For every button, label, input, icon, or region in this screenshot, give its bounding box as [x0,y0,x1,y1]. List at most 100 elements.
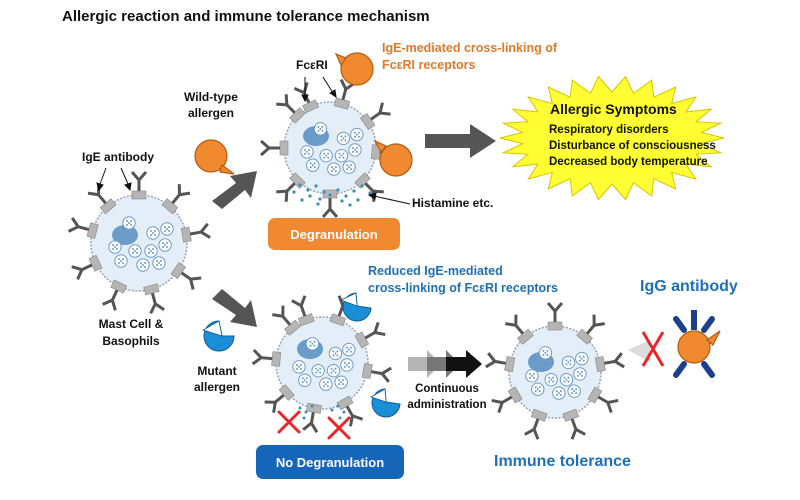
granule [292,360,306,374]
symptom-item-1: Respiratory disorders [549,124,669,136]
crosslinking-label-2: FcεRI receptors [382,58,476,72]
granule [128,244,142,258]
granule [342,342,356,357]
granule [538,346,553,360]
ige-antibody [67,216,100,240]
ige-antibody [360,361,393,384]
ige-antibody [335,394,365,428]
ige-antibody [179,222,212,244]
ige-antibody [561,407,587,441]
granule [340,358,354,372]
granule [575,351,589,366]
granule [146,226,160,240]
bound-mutant-allergen-2 [370,388,401,418]
granule [326,363,341,378]
granule [342,160,356,174]
ige-antibody [523,407,549,441]
wild-type-allergen-icon [194,139,235,175]
wild-type-allergen-label-2: allergen [187,106,235,120]
continuous-administration-arrow [408,350,482,378]
igg-antibody-label: IgG antibody [640,278,738,295]
granule [334,148,349,163]
granule [573,367,587,381]
ige-antibody [259,139,290,157]
granule [313,122,328,136]
granule [328,346,343,361]
continuous-label-2: administration [407,399,487,411]
fceri-label: FcεRI [296,58,328,72]
ige-antibody [546,301,564,332]
symptoms-title: Allergic Symptoms [550,101,677,117]
ige-antibody [586,385,620,415]
allergic-symptoms-starburst [499,75,725,201]
granule [311,363,325,378]
ige-antibody [251,348,283,368]
ige-antibody [593,351,626,374]
page-title: Allergic reaction and immune tolerance m… [62,8,430,25]
histamine-label: Histamine etc. [412,196,494,210]
mast-cell-label-1: Mast Cell & [98,317,164,331]
no-degranulation-box: No Degranulation [256,445,404,479]
ige-antibody [70,253,104,281]
arrow-to-degranulation [212,171,257,209]
granule [108,240,122,254]
granule [300,145,314,159]
continuous-label-1: Continuous [415,383,479,395]
granule [305,337,320,351]
granule [158,238,172,252]
granule [350,127,364,142]
granule [348,143,362,157]
ige-antibody [490,385,524,415]
nucleus [112,225,138,245]
granule [306,158,320,172]
arrow-to-no-degranulation [212,289,257,327]
granule [136,258,150,272]
ige-antibody [484,351,517,374]
symptom-item-3: Decreased body temperature [549,156,708,168]
granule [160,222,174,236]
granule [334,375,348,389]
granule [319,148,333,163]
granule [152,256,166,270]
granule [122,216,136,230]
granule [298,373,312,387]
reduced-crosslinking-label-1: Reduced IgE-mediated [368,264,503,278]
wild-type-allergen-label-1: Wild-type [184,90,238,104]
granule [561,355,576,370]
mutant-allergen-icon [201,320,235,352]
granule [559,372,574,387]
degranulation-box: Degranulation [268,218,400,250]
granule [567,384,581,398]
bound-mutant-allergen-1 [339,292,372,322]
mast-cell-bottom [251,294,393,434]
mast-cell-top [259,78,401,219]
arrow-to-symptoms [425,124,496,158]
cross-mark-2 [327,416,351,440]
mast-cell-right [484,301,626,441]
igg-antibody-complex [628,310,721,378]
granule [525,369,539,383]
mast-cell-label-2: Basophils [102,334,160,348]
granule [336,131,351,146]
cross-mark-1 [277,410,301,434]
ige-antibody [130,170,148,201]
small-release-dots [298,404,346,420]
histamine-dots [292,183,372,207]
granule [552,386,566,400]
ige-antibody [142,282,166,315]
bound-wild-allergen-1 [334,52,374,86]
crosslinking-label-1: IgE-mediated cross-linking of [382,41,558,55]
granule [144,244,158,258]
ige-antibody [301,401,324,434]
bound-wild-allergen-2 [373,139,413,177]
immune-tolerance-label: Immune tolerance [494,453,631,470]
ige-antibody-label: IgE antibody [82,150,154,164]
mast-cell-left [67,170,212,315]
granule [327,162,341,176]
granule [544,372,558,387]
granule [114,254,128,268]
mutant-allergen-label-1: Mutant [197,364,237,378]
symptom-item-2: Disturbance of consciousness [549,140,716,152]
mutant-allergen-label-2: allergen [193,380,241,394]
